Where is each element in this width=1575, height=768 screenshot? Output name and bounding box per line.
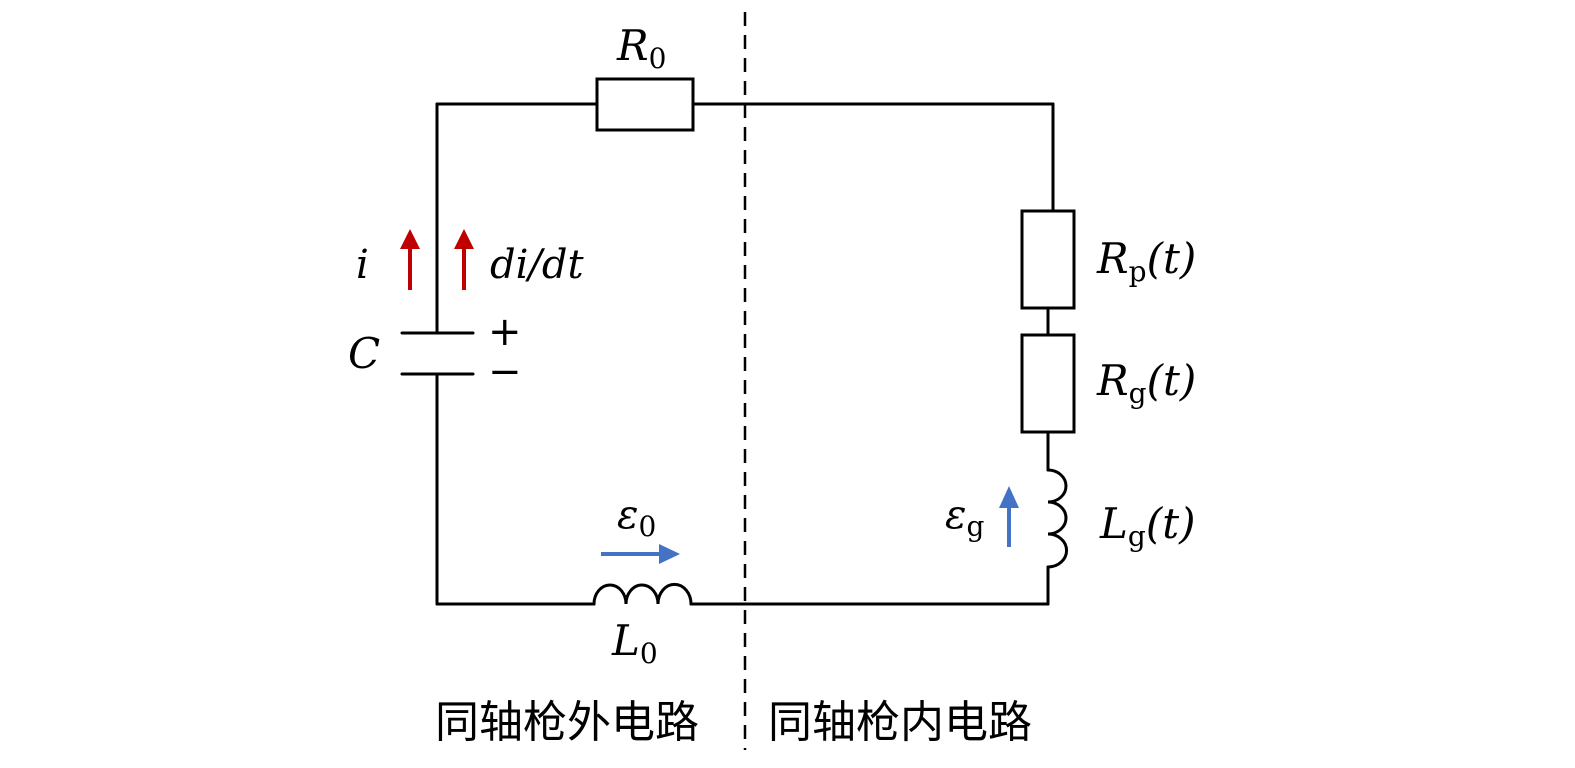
label-l0: L0: [611, 616, 658, 670]
label-c: C: [348, 329, 380, 378]
current-derivative-arrow-icon: [454, 229, 474, 290]
circuit-wires: [435, 102, 1055, 606]
label-eps0: ε0: [617, 492, 656, 543]
inductor-lg: [1046, 468, 1068, 569]
label-r0: R0: [616, 21, 666, 75]
label-rp: Rp(t): [1096, 234, 1196, 288]
emf-eps0-arrow-icon: [601, 544, 680, 564]
label-minus: −: [488, 349, 522, 395]
capacitor-c: [400, 331, 475, 376]
resistor-rg: [1020, 333, 1076, 434]
label-plus: +: [488, 309, 522, 355]
current-arrow-icon: [400, 229, 420, 290]
inductor-l0: [592, 582, 693, 606]
region-outside-label: 同轴枪外电路: [435, 697, 699, 748]
resistor-rp: [1020, 209, 1076, 310]
emf-epsg-arrow-icon: [999, 486, 1019, 547]
label-lg: Lg(t): [1099, 499, 1195, 553]
label-i: i: [356, 242, 369, 288]
region-inside-label: 同轴枪内电路: [768, 697, 1032, 748]
resistor-r0: [595, 77, 695, 132]
label-epsg: εg: [945, 492, 984, 543]
label-rg: Rg(t): [1096, 356, 1196, 410]
label-didt: di/dt: [490, 242, 584, 288]
